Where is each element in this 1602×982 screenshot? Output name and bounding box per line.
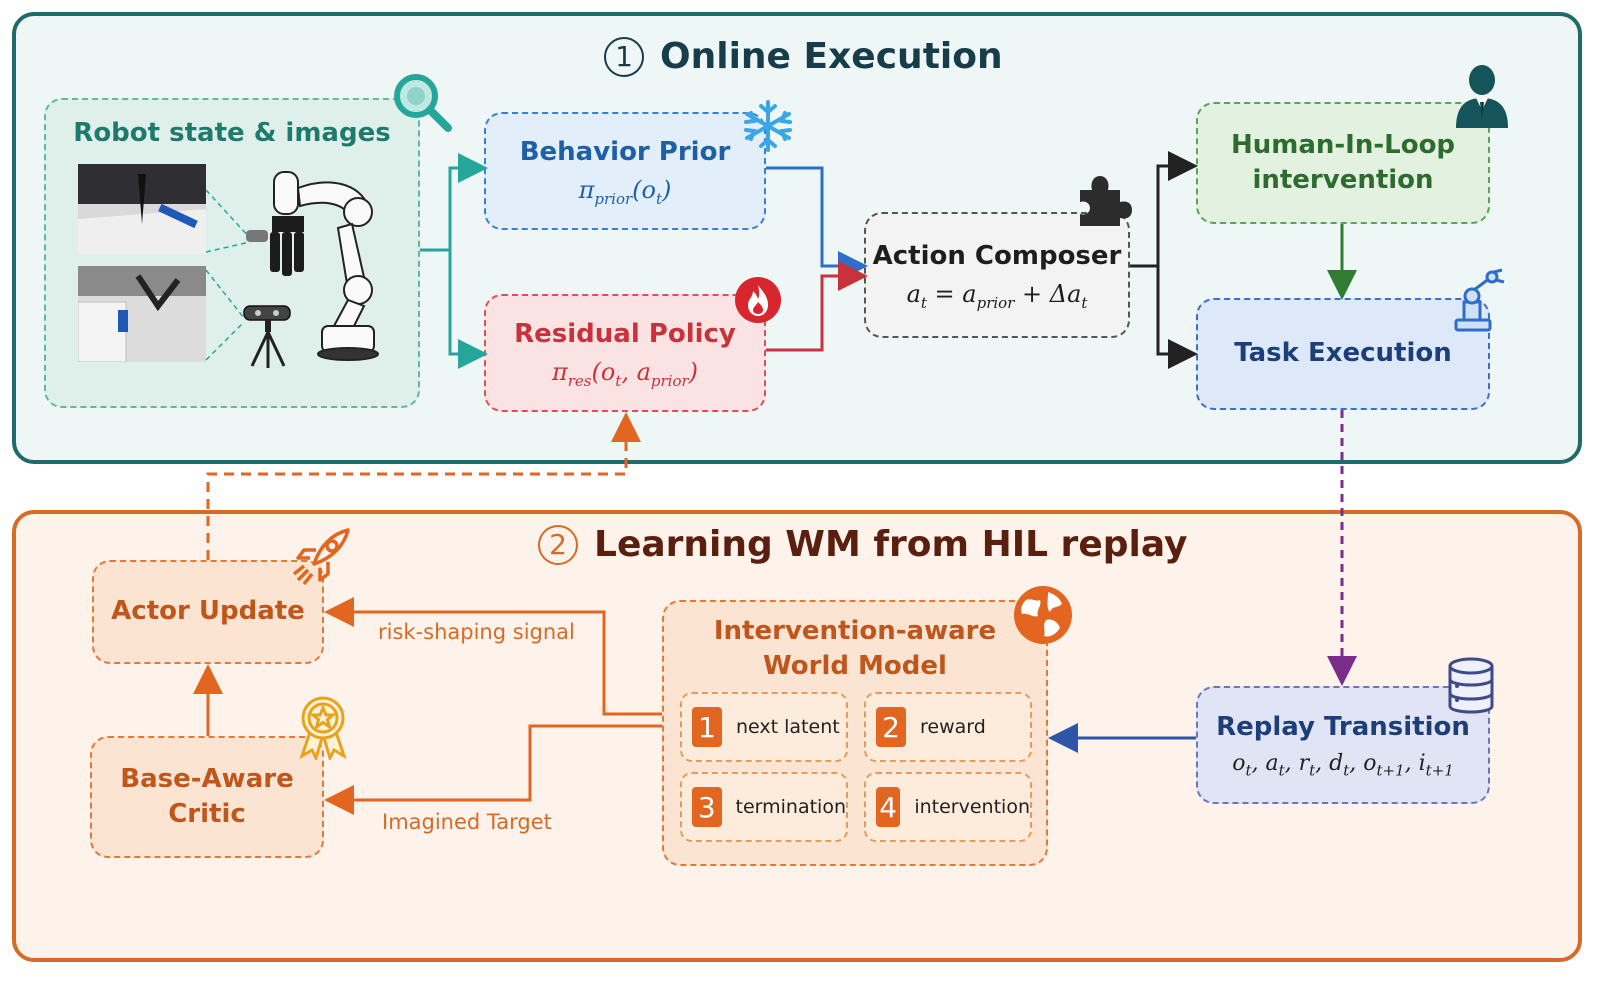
action-composer-title: Action Composer <box>872 240 1122 271</box>
puzzle-icon <box>1080 176 1132 226</box>
arrow-robot-to-residual <box>448 250 488 369</box>
actor-update-box: Actor Update <box>92 560 324 664</box>
learning-heading: Learning WM from HIL replay <box>594 524 1188 565</box>
learning-title: 2 Learning WM from HIL replay <box>538 524 1188 565</box>
wm-head-reward: 2 reward <box>864 692 1032 762</box>
robot-arm-icon <box>1454 268 1505 332</box>
robot-arm-picture <box>246 171 379 361</box>
section-number-2: 2 <box>538 524 578 565</box>
wm-head-number: 3 <box>692 787 722 827</box>
magnifier-icon <box>394 74 452 132</box>
rocket-icon <box>292 528 350 586</box>
critic-title-line2: Critic <box>168 799 246 829</box>
wm-head-number: 2 <box>876 707 906 747</box>
arrow-composer-to-hil <box>1130 151 1198 268</box>
award-icon <box>299 696 347 760</box>
database-icon <box>1448 657 1494 714</box>
world-model-title-line1: Intervention-aware <box>713 616 997 646</box>
action-composer-formula: at = aprior + Δat <box>906 279 1088 312</box>
critic-title-line1: Base-Aware <box>120 763 294 794</box>
online-execution-title: 1 Online Execution <box>604 36 1003 77</box>
online-execution-heading: Online Execution <box>660 36 1003 77</box>
tripod-camera-picture <box>243 305 291 368</box>
edge-label-imagined-target: Imagined Target <box>382 810 552 834</box>
hil-intervention-box: Human-In-Loop intervention <box>1196 102 1490 224</box>
wm-head-number: 4 <box>876 787 901 827</box>
robot-state-title: Robot state & images <box>73 118 391 148</box>
section-number-1: 1 <box>604 36 644 77</box>
camera-image-bottom <box>78 266 206 362</box>
residual-policy-box: Residual Policy πres(ot, aprior) <box>484 294 766 412</box>
globe-icon <box>1014 586 1072 644</box>
flame-icon <box>735 277 781 323</box>
camera-image-top <box>78 164 206 254</box>
residual-policy-formula: πres(ot, aprior) <box>551 357 699 390</box>
task-execution-title: Task Execution <box>1234 338 1452 369</box>
actor-update-title: Actor Update <box>111 596 305 627</box>
replay-transition-box: Replay Transition ot, at, rt, dt, ot+1, … <box>1196 686 1490 804</box>
residual-policy-title: Residual Policy <box>514 318 736 349</box>
arrow-robot-to-behavior <box>420 153 488 252</box>
arrow-wm-to-actor <box>324 597 662 716</box>
action-composer-box: Action Composer at = aprior + Δat <box>864 212 1130 338</box>
snowflake-icon <box>744 100 792 152</box>
wm-head-label: intervention <box>914 796 1030 818</box>
arrow-behavior-to-composer <box>766 166 868 281</box>
replay-transition-title: Replay Transition <box>1216 712 1470 743</box>
behavior-prior-title: Behavior Prior <box>519 136 731 167</box>
wm-head-label: next latent <box>736 716 840 738</box>
hil-title-line2: intervention <box>1252 165 1434 195</box>
arrow-wm-to-critic <box>324 724 662 815</box>
wm-head-intervention: 4 intervention <box>864 772 1032 842</box>
wm-head-label: termination <box>735 796 846 818</box>
arrow-actor-to-residual <box>206 412 641 560</box>
wm-head-label: reward <box>920 716 986 738</box>
edge-label-risk-shaping: risk-shaping signal <box>378 620 575 644</box>
arrow-composer-to-task <box>1156 266 1198 369</box>
base-aware-critic-box: Base-Aware Critic <box>90 736 324 858</box>
wm-head-number: 1 <box>692 707 722 747</box>
arrow-residual-to-composer <box>766 261 868 352</box>
replay-transition-formula: ot, at, rt, dt, ot+1, it+1 <box>1232 751 1454 780</box>
wm-head-termination: 3 termination <box>680 772 848 842</box>
wm-head-next-latent: 1 next latent <box>680 692 848 762</box>
behavior-prior-formula: πprior(ot) <box>578 175 672 208</box>
person-icon <box>1456 65 1508 128</box>
hil-title-line1: Human-In-Loop <box>1230 129 1456 160</box>
world-model-title-line2: World Model <box>763 651 947 682</box>
task-execution-box: Task Execution <box>1196 298 1490 410</box>
